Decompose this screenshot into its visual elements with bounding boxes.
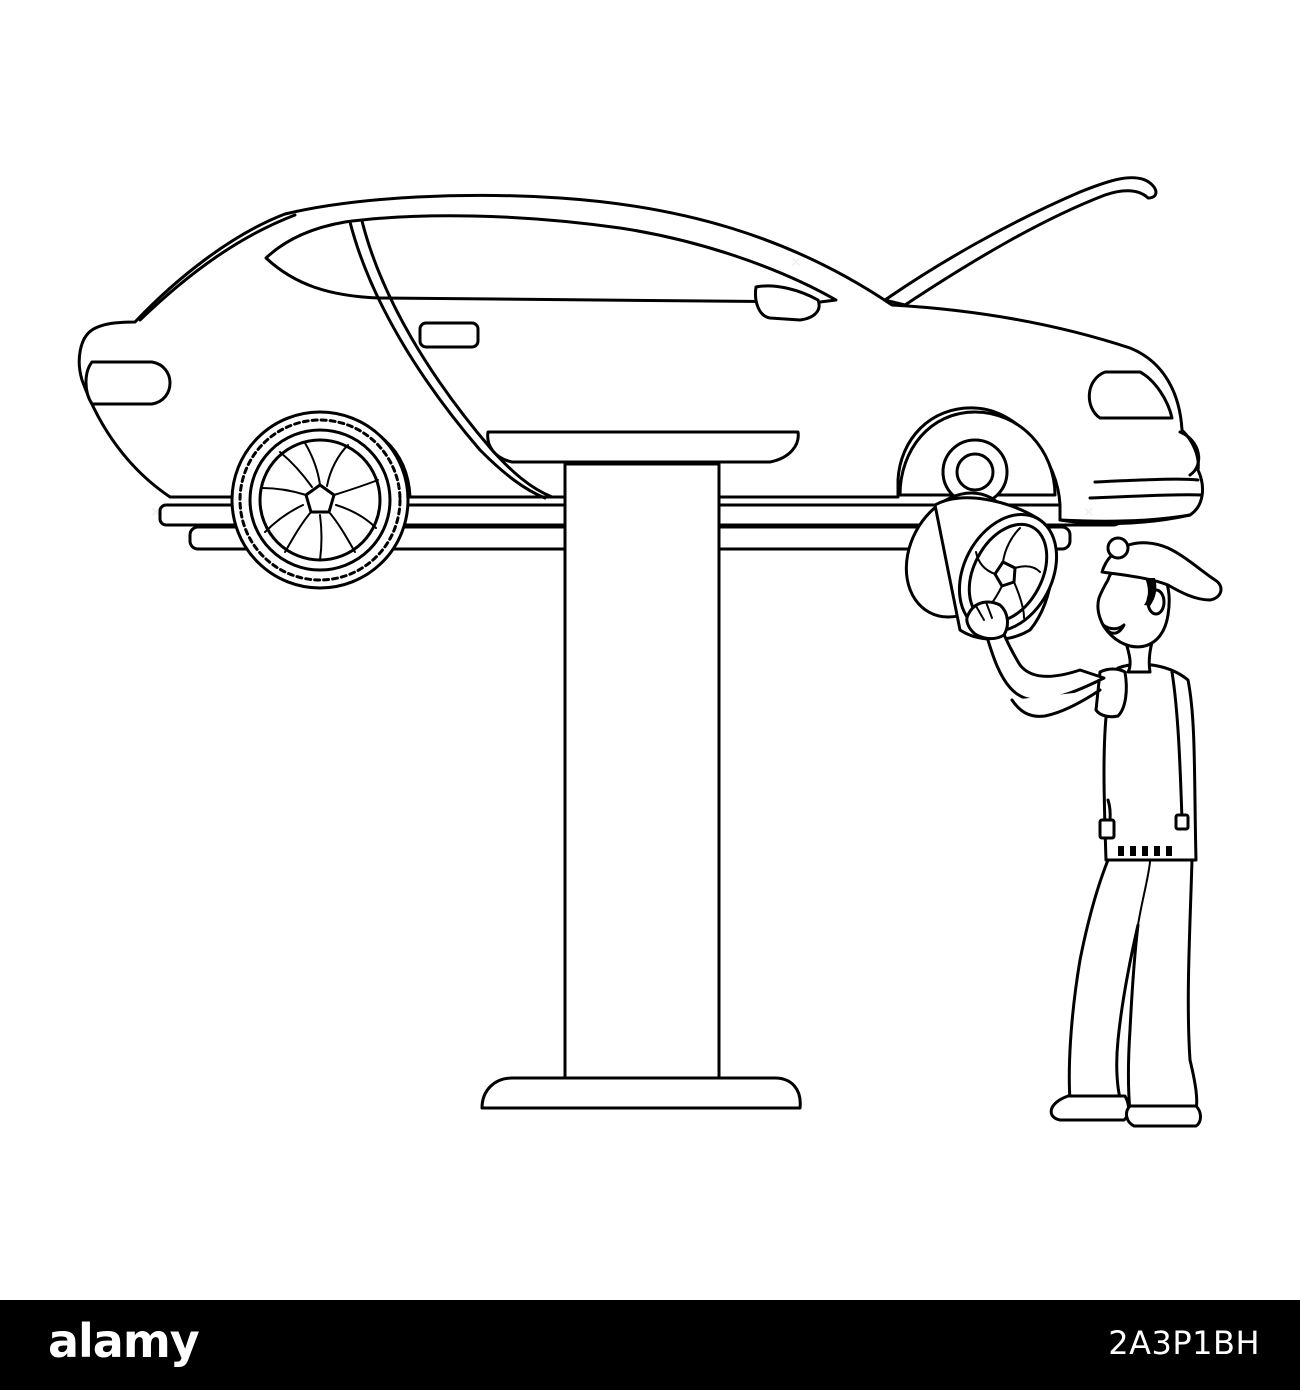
- alamy-logo: alamy: [48, 1314, 200, 1368]
- stock-footer-bar: alamy 2A3P1BH: [0, 1300, 1300, 1390]
- belt-stitching: [1118, 846, 1172, 856]
- rear-wheel: [230, 410, 410, 590]
- held-tire: [904, 491, 1059, 641]
- mechanic-car-lift-illustration: [77, 176, 1223, 1128]
- lift-column: [480, 430, 802, 1110]
- car-hood: [883, 176, 1158, 307]
- front-wheel-hub: [898, 410, 1057, 506]
- car-body: [77, 193, 1204, 526]
- image-id-label: 2A3P1BH: [1108, 1324, 1260, 1362]
- mechanic: [965, 536, 1223, 1128]
